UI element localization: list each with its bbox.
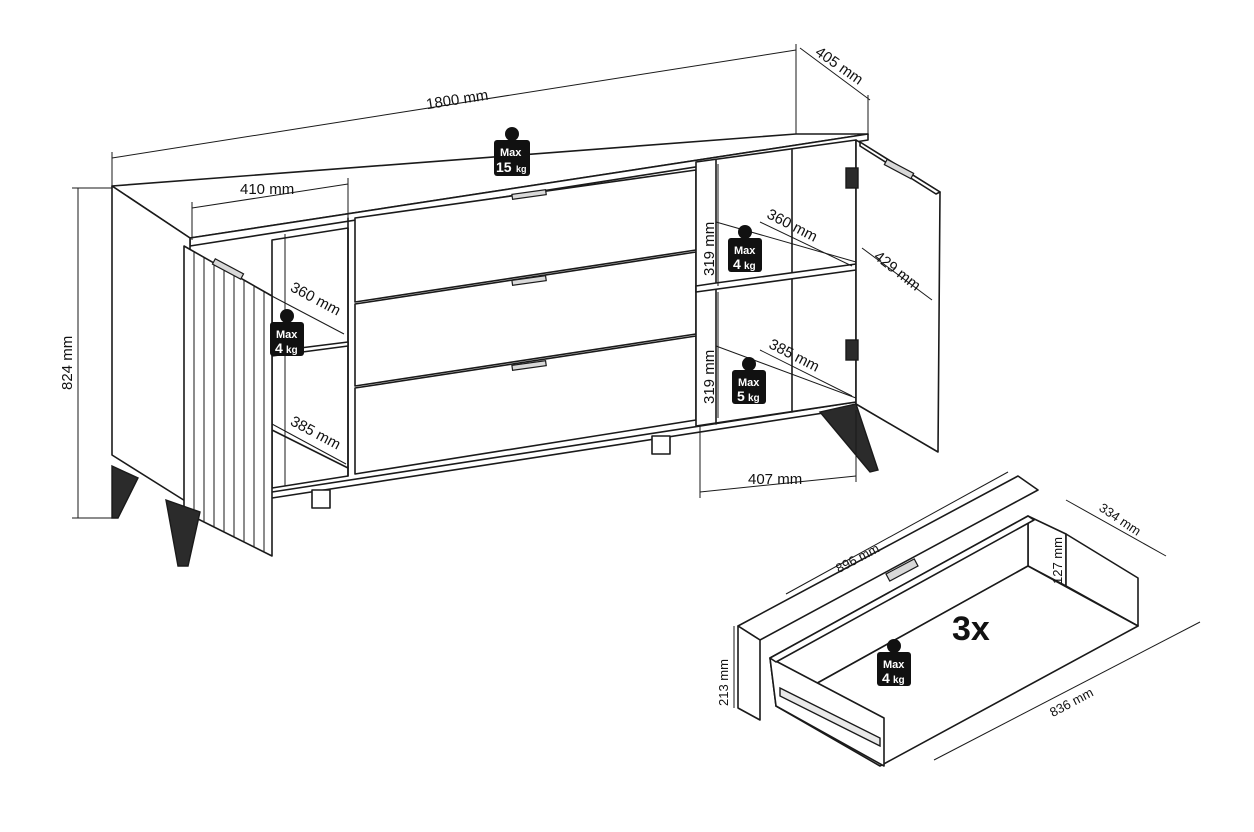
svg-text:kg: kg xyxy=(893,675,905,686)
svg-text:15: 15 xyxy=(496,159,512,175)
drawer-dimension-labels: 896 mm 334 mm 213 mm 127 mm 836 mm 3x xyxy=(716,500,1144,720)
leg-front-right xyxy=(818,403,879,473)
drawer-quantity: 3x xyxy=(952,610,990,648)
svg-text:Max: Max xyxy=(734,245,756,257)
drawer-detail-front-face xyxy=(737,625,761,721)
dim-drawer-127: 127 mm xyxy=(1050,537,1065,584)
dim-drawer-213: 213 mm xyxy=(716,659,731,706)
leg-center-2 xyxy=(651,435,671,455)
svg-text:Max: Max xyxy=(500,147,522,159)
dim-drawer-334: 334 mm xyxy=(1096,500,1143,539)
leg-back-left xyxy=(111,464,139,519)
svg-text:Max: Max xyxy=(738,377,760,389)
door-handle xyxy=(883,158,915,180)
svg-text:5: 5 xyxy=(737,388,745,404)
dim-drawer-836: 836 mm xyxy=(1047,685,1096,720)
drawer-handle-3 xyxy=(511,359,547,372)
drawer-handle-2 xyxy=(511,274,547,287)
drawer-detail xyxy=(733,471,1201,767)
svg-text:kg: kg xyxy=(744,261,756,272)
dim-1800: 1800 mm xyxy=(425,87,489,114)
drawer-fronts xyxy=(354,169,697,475)
svg-text:Max: Max xyxy=(883,659,905,671)
svg-text:4: 4 xyxy=(882,670,890,686)
drawer-detail-handle xyxy=(885,558,919,582)
dim-824: 824 mm xyxy=(59,336,76,390)
door-hinge-top xyxy=(845,167,859,189)
svg-text:4: 4 xyxy=(733,256,741,272)
weight-badge-drawer: Max 4 kg xyxy=(877,639,911,686)
dimension-lines xyxy=(72,44,933,519)
dim-405: 405 mm xyxy=(812,43,866,88)
svg-text:4: 4 xyxy=(275,340,283,356)
weight-badge-top: Max 15 kg xyxy=(494,127,530,176)
drawer-box-front-edge xyxy=(769,515,1035,663)
dim-right-319-upper: 319 mm xyxy=(701,222,718,276)
door-hinge-bottom xyxy=(845,339,859,361)
left-door-handle xyxy=(211,258,245,280)
door-flutes xyxy=(193,252,265,552)
dim-right-319-lower: 319 mm xyxy=(701,350,718,404)
dim-410: 410 mm xyxy=(240,181,294,198)
weight-badge-right-shelf: Max 4 kg xyxy=(728,225,762,272)
left-side-panel xyxy=(111,185,191,505)
leg-center-1 xyxy=(311,489,331,509)
drawer-handle-1 xyxy=(511,188,547,201)
leg-front-left xyxy=(165,498,201,567)
svg-text:Max: Max xyxy=(276,329,298,341)
sideboard-body xyxy=(111,133,941,567)
svg-text:kg: kg xyxy=(748,393,760,404)
dim-407: 407 mm xyxy=(748,471,802,488)
left-fluted-door xyxy=(183,245,273,557)
drawer-runner xyxy=(779,686,881,748)
weight-badge-right-bottom: Max 5 kg xyxy=(732,357,766,404)
weight-badge-left-shelf: Max 4 kg xyxy=(270,309,304,356)
svg-text:kg: kg xyxy=(516,164,527,174)
svg-text:kg: kg xyxy=(286,345,298,356)
